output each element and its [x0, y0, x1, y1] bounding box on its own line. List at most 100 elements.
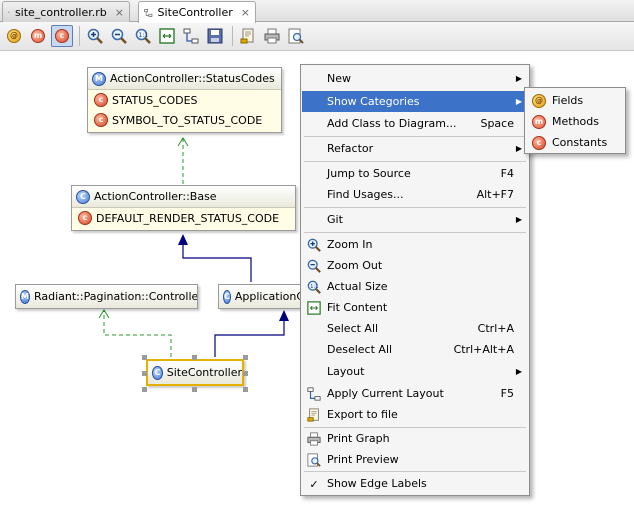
show-methods-button[interactable]: m [27, 25, 49, 47]
menu-label: Show Edge Labels [327, 477, 427, 490]
selection-handle[interactable] [142, 355, 147, 360]
submenu-label: Fields [552, 94, 584, 107]
print-preview-icon [307, 453, 321, 467]
menu-label: Zoom Out [327, 259, 383, 272]
menu-label: Find Usages... [327, 188, 404, 201]
page-setup-icon [240, 28, 254, 44]
menu-layout[interactable]: Layout▶ [302, 361, 528, 382]
method-icon: m [31, 29, 45, 43]
submenu-arrow-icon: ▶ [515, 215, 522, 224]
show-constants-button[interactable]: c [51, 25, 73, 47]
page-setup-button[interactable] [237, 25, 259, 47]
printer-icon [307, 432, 321, 446]
menu-new[interactable]: New ▶ [302, 68, 528, 89]
constant-icon: c [55, 29, 69, 43]
menu-fit-content[interactable]: Fit Content [302, 297, 528, 318]
print-button[interactable] [261, 25, 283, 47]
menu-shortcut: F5 [500, 387, 514, 400]
menu-find-usages[interactable]: Find Usages...Alt+F7 [302, 184, 528, 205]
menu-add-class[interactable]: Add Class to Diagram... Space [302, 113, 528, 134]
actual-size-icon: 1:1 [307, 280, 321, 294]
menu-git[interactable]: Git ▶ [302, 209, 528, 230]
apply-layout-button[interactable] [180, 25, 202, 47]
menu-deselect-all[interactable]: Deselect All Ctrl+Alt+A [302, 339, 528, 360]
menu-separator [304, 471, 526, 472]
close-tab-icon[interactable]: × [114, 5, 124, 19]
constant-name: SYMBOL_TO_STATUS_CODE [112, 113, 263, 127]
menu-label: Deselect All [327, 343, 393, 356]
zoom-out-button[interactable] [108, 25, 130, 47]
class-icon: C [152, 365, 163, 380]
selection-handle[interactable] [142, 371, 147, 376]
menu-print-graph[interactable]: Print Graph [302, 428, 528, 449]
selection-handle[interactable] [192, 387, 197, 392]
menu-refactor[interactable]: Refactor ▶ [302, 138, 528, 159]
tab-site-controller-rb[interactable]: site_controller.rb × [2, 1, 130, 22]
close-tab-icon[interactable]: × [240, 6, 250, 19]
menu-actual-size[interactable]: 1:1 Actual Size [302, 276, 528, 297]
menu-show-edge-labels[interactable]: ✓ Show Edge Labels [302, 473, 528, 494]
menu-print-preview[interactable]: Print Preview [302, 449, 528, 470]
selection-handle[interactable] [192, 355, 197, 360]
menu-label: Add Class to Diagram... [327, 117, 457, 130]
export-button[interactable] [204, 25, 226, 47]
constant-name: DEFAULT_RENDER_STATUS_CODE [96, 211, 280, 225]
field-icon: @ [7, 29, 21, 43]
selection-handle[interactable] [243, 371, 248, 376]
menu-label: Refactor [327, 142, 374, 155]
menu-shortcut: Space [480, 117, 514, 130]
menu-zoom-out[interactable]: Zoom Out [302, 255, 528, 276]
module-icon: M [20, 289, 30, 304]
selection-handle[interactable] [243, 355, 248, 360]
layout-icon [307, 387, 321, 401]
submenu-fields[interactable]: @Fields [526, 90, 624, 111]
menu-separator [304, 136, 526, 137]
svg-text:1:1: 1:1 [310, 284, 318, 290]
menu-separator [304, 427, 526, 428]
submenu-arrow-icon: ▶ [515, 74, 522, 83]
menu-label: Git [327, 213, 343, 226]
fit-content-button[interactable] [156, 25, 178, 47]
menu-apply-current-layout[interactable]: Apply Current Layout F5 [302, 383, 528, 404]
selection-handle[interactable] [142, 387, 147, 392]
svg-text:1:1: 1:1 [139, 32, 149, 39]
selection-handle[interactable] [243, 387, 248, 392]
save-icon [207, 28, 223, 44]
include-arrowhead [177, 137, 189, 147]
print-preview-button[interactable] [285, 25, 307, 47]
menu-export-to-file[interactable]: Export to file [302, 404, 528, 425]
menu-label: Export to file [327, 408, 398, 421]
print-preview-icon [288, 28, 304, 44]
menu-shortcut: Ctrl+A [477, 322, 514, 335]
show-fields-button[interactable]: @ [3, 25, 25, 47]
menu-label: New [327, 72, 351, 85]
ruby-file-icon [8, 11, 10, 13]
menu-label: Apply Current Layout [327, 387, 444, 400]
submenu-arrow-icon: ▶ [515, 144, 522, 153]
menu-label: Zoom In [327, 238, 373, 251]
tab-site-controller-diagram[interactable]: SiteController × [138, 1, 256, 23]
tab-label: SiteController [157, 6, 233, 19]
menu-separator [304, 232, 526, 233]
menu-label: Jump to Source [327, 167, 411, 180]
zoom-in-button[interactable] [84, 25, 106, 47]
actual-size-button[interactable]: 1:1 [132, 25, 154, 47]
menu-separator [304, 161, 526, 162]
inherit-edge [214, 313, 285, 357]
menu-zoom-in[interactable]: Zoom In [302, 234, 528, 255]
menu-show-categories[interactable]: Show Categories▶ [302, 91, 528, 112]
menu-shortcut: Ctrl+Alt+A [453, 343, 514, 356]
